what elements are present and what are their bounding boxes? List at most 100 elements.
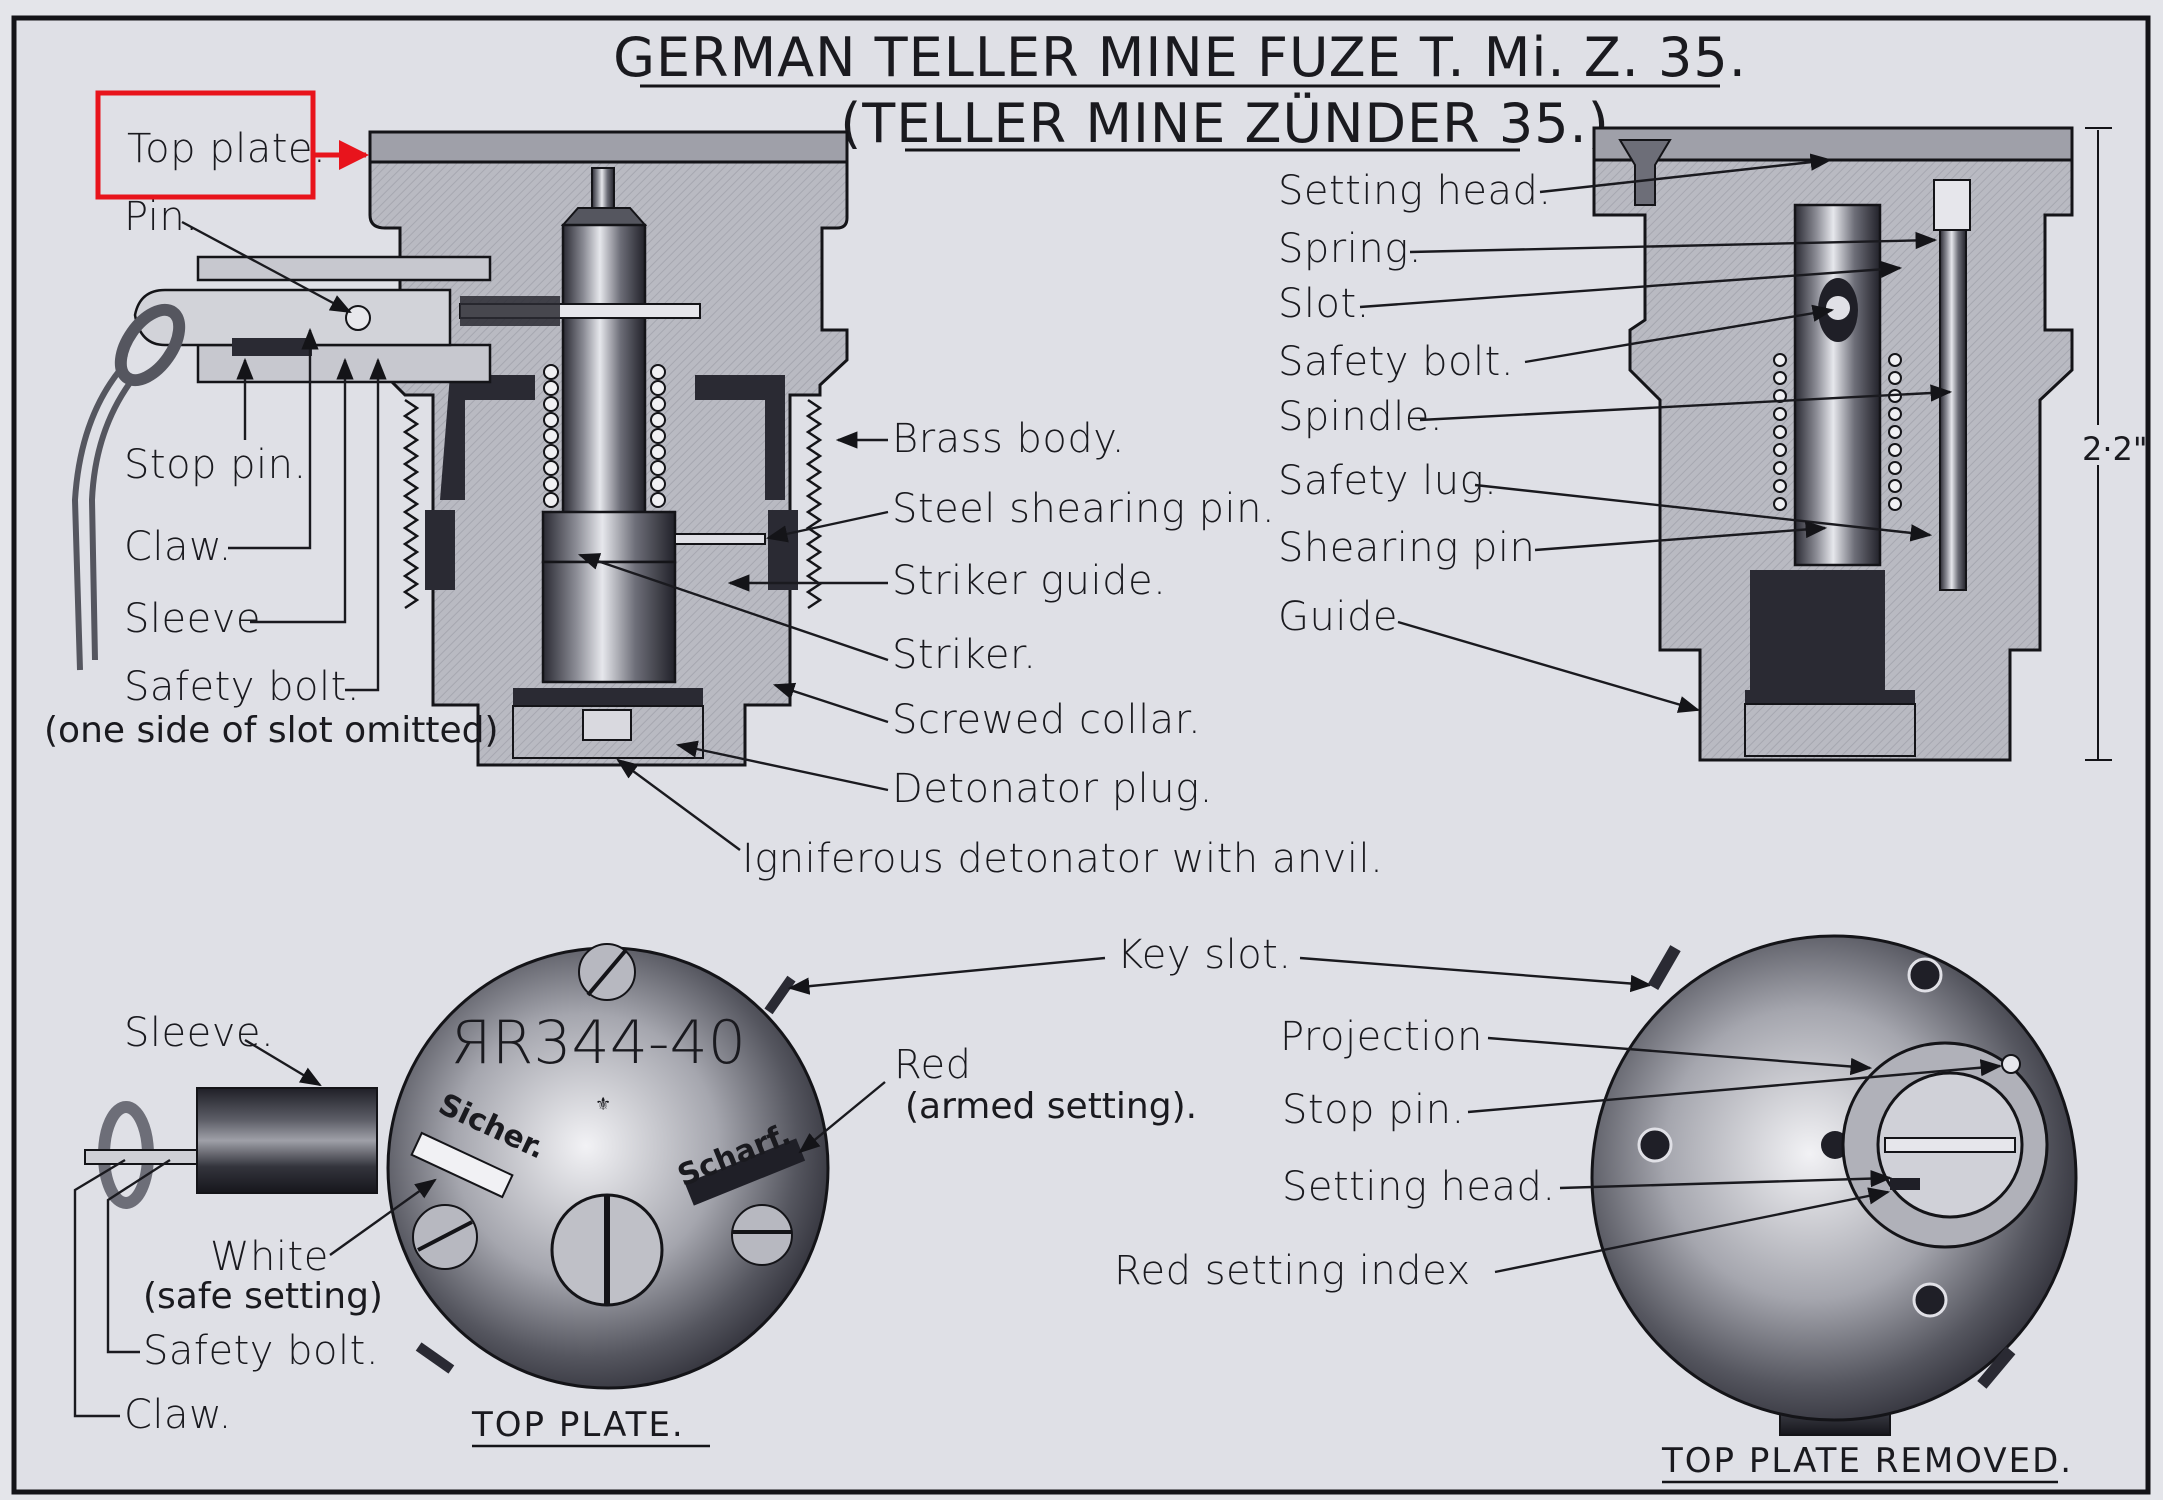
leader-projection [1487,1036,1873,1076]
label-detonator-plug: Detonator plug. [892,766,1213,812]
claw-slot [232,338,312,356]
leader-safety-lug [1474,483,1933,542]
rs-detonator-base [1745,690,1915,704]
rs-spindle [1939,214,1967,591]
leader-white [329,1178,437,1256]
rs-safety-bolt-end [1826,296,1850,320]
leader-key-slot-left [787,956,1106,995]
striker-guide [541,510,677,564]
thread-left [402,398,420,610]
dimension-label: 2·2" [2082,430,2148,468]
label-setting-head: Setting head. [1278,168,1552,214]
safety-bolt-dark [460,296,560,326]
label-red-note: (armed setting). [905,1086,1197,1127]
removed-hole-3 [1912,1282,1948,1318]
leader-claw [228,327,319,550]
leader-steel-shearing-pin [765,510,889,543]
red-armed-marker [684,1138,806,1206]
label-setting-head-removed: Setting head. [1282,1164,1556,1210]
caption-top-plate: TOP PLATE. [471,1405,685,1445]
pull-cord [71,368,135,671]
leader-igniferous-detonator [616,758,741,851]
label-striker-guide: Striker guide. [892,558,1166,604]
leader-claw-bottom [73,1158,126,1418]
leader-pin [181,220,352,314]
label-pin: Pin. [124,194,198,240]
leader-spring [1409,231,1938,254]
rs-spring [1933,179,1971,231]
label-safety-bolt-right: Safety bolt. [1278,339,1514,385]
removed-key-slot-1 [1647,945,1681,991]
label-claw: Claw. [124,524,232,570]
left-cross-section [71,130,849,767]
detonator-base [513,688,703,706]
label-spindle: Spindle. [1278,394,1443,440]
label-red: Red [894,1042,972,1088]
leader-setting-head [1539,153,1833,194]
detonator-cap [582,709,632,741]
thread-right [805,398,823,610]
top-screw-1-slot [586,948,628,997]
sleeve-cylinder [196,1087,378,1194]
key-slot-bottom [415,1342,455,1374]
caption-top-plate-removed: TOP PLATE REMOVED. [1661,1441,2073,1481]
label-sleeve: Sleeve [124,596,261,642]
leader-safety-bolt [345,357,387,692]
label-white-note: (safe setting) [143,1276,383,1317]
removed-hole-2 [1637,1127,1673,1163]
rs-screw [1618,139,1672,206]
collar-dark-r [695,375,785,500]
striker [561,223,647,517]
sleeve-housing [196,255,492,282]
leader-screwed-collar [772,682,889,724]
safety-bolt-stub [84,1149,198,1165]
leader-red-setting-index [1494,1187,1891,1274]
label-projection: Projection [1280,1014,1483,1060]
shearing-pin-rod [674,533,766,545]
claw-pin [345,305,371,331]
label-slot-note: (one side of slot omitted) [44,710,499,751]
rs-top-plate [1592,126,2074,162]
label-steel-shearing-pin: Steel shearing pin. [892,486,1275,532]
collar-right [768,510,798,590]
label-guide: Guide [1278,594,1398,640]
label-shearing-pin: Shearing pin [1278,525,1535,571]
removed-key-slot-2 [1977,1346,2016,1389]
dim-label-bg [2076,425,2122,465]
label-stop-pin-removed: Stop pin. [1282,1087,1465,1133]
label-claw-bottom: Claw. [124,1392,232,1438]
collar-left [425,510,455,590]
leader-sleeve-bottom [244,1038,322,1087]
label-stop-pin: Stop pin. [124,442,307,488]
label-screwed-collar: Screwed collar. [892,697,1201,743]
left-screw-slot [417,1220,473,1252]
leader-setting-head-removed [1559,1169,1893,1190]
eagle-stamp-icon: ⚜ [595,1094,611,1115]
title-line-2: (TELLER MINE ZÜNDER 35.) [840,92,1610,155]
red-setting-index-mark [1890,1178,1920,1190]
right-screw [731,1204,793,1266]
leader-key-slot-right [1299,956,1653,993]
label-sleeve-bottom: Sleeve. [124,1010,274,1056]
title-line-1: GERMAN TELLER MINE FUZE T. Mi. Z. 35. [613,26,1747,89]
white-safe-marker [410,1131,514,1199]
label-red-setting-index: Red setting index [1114,1248,1471,1294]
label-key-slot: Key slot. [1117,932,1292,978]
label-igniferous-detonator: Igniferous detonator with anvil. [742,836,1383,882]
striker-head [560,207,648,226]
leader-stop-pin-removed [1467,1059,2003,1114]
setting-head-slot [1884,1137,2016,1153]
removed-hole-1 [1907,957,1943,993]
rs-guide-dark [1750,570,1885,690]
label-safety-bolt-bottom: Safety bolt. [143,1328,379,1374]
pull-ring [114,303,186,387]
rs-spring-coils [1773,353,1902,511]
top-plate-view: ЯR344-40 Sicher. Scharf. ⚜ [84,943,830,1390]
label-striker: Striker. [892,632,1036,678]
label-slot: Slot. [1278,281,1370,327]
label-safety-lug: Safety lug. [1278,458,1497,504]
top-plate-highlight-box [95,90,316,200]
label-safety-bolt: Safety bolt. [124,664,360,710]
leader-safety-bolt-right [1524,304,1835,364]
